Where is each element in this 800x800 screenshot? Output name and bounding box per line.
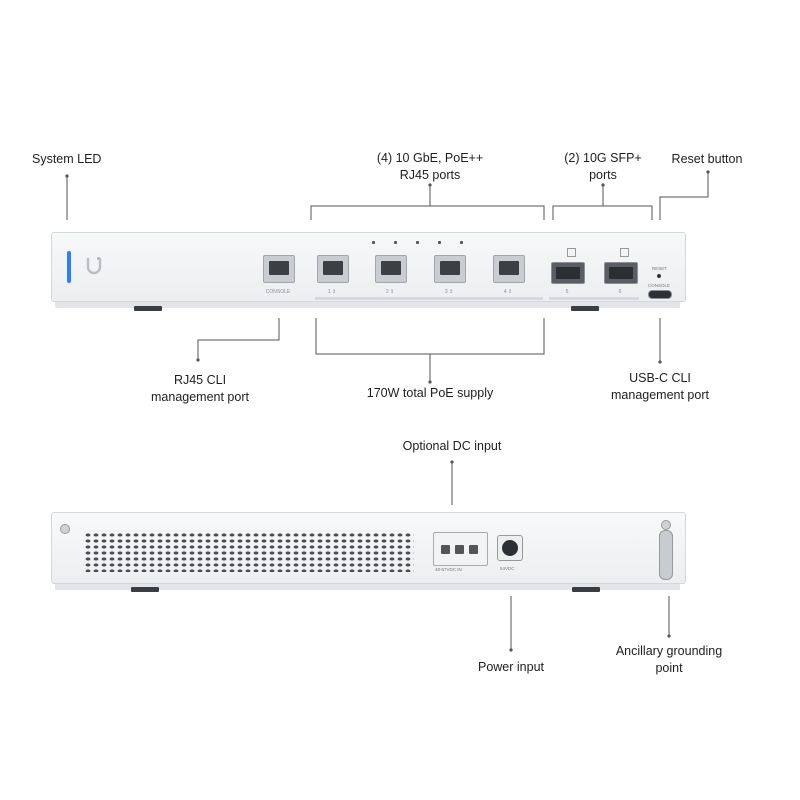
back-device-base (55, 582, 680, 590)
back-screw-right (661, 520, 671, 530)
label-rj45-ports-line1: (4) 10 GbE, PoE++ (376, 151, 484, 165)
rj45-port-4[interactable] (493, 255, 525, 283)
rj45-ports-strip (315, 297, 543, 300)
sfp-1-led-tab (567, 248, 576, 257)
label-usbc-line2: management port (611, 388, 709, 402)
led-legend-dot (460, 241, 463, 244)
label-optional-dc: Optional DC input (402, 439, 502, 453)
label-ground-line2: point (655, 661, 683, 675)
label-sfp-line2: ports (589, 168, 617, 182)
front-foot-right (571, 306, 599, 311)
dc-input-label: 48-57VDC IN (435, 567, 462, 572)
usbc-console-port[interactable] (648, 290, 672, 299)
sfp-port-1[interactable] (551, 262, 585, 284)
front-device-panel (51, 232, 686, 302)
sfp-ports-strip (549, 297, 639, 300)
rj45-port-2-label: 2 ↥ (385, 289, 395, 295)
label-usbc-cli: USB-C CLI management port (600, 370, 720, 404)
led-legend (372, 241, 502, 245)
label-sfp-line1: (2) 10G SFP+ (564, 151, 642, 165)
label-rj45-cli-line1: RJ45 CLI (173, 373, 227, 387)
rj45-port-4-label: 4 ↥ (503, 289, 513, 295)
rj45-port-1-label: 1 ↥ (327, 289, 337, 295)
ubiquiti-logo-icon (86, 257, 102, 275)
back-foot-left (131, 587, 159, 592)
reset-label: RESET (652, 266, 668, 271)
reset-button[interactable] (657, 274, 661, 278)
grounding-point[interactable] (659, 530, 673, 580)
rj45-port-2[interactable] (375, 255, 407, 283)
label-poe-supply: 170W total PoE supply (366, 386, 494, 400)
sfp-port-2-label: 6 (618, 289, 622, 295)
label-ground: Ancillary grounding point (604, 643, 734, 677)
sfp-port-2[interactable] (604, 262, 638, 284)
power-jack-label: 54VDC (500, 566, 515, 571)
label-power-input: Power input (477, 660, 544, 674)
led-legend-dot (372, 241, 375, 244)
label-rj45-cli: RJ45 CLI management port (140, 372, 260, 406)
label-rj45-cli-line2: management port (151, 390, 249, 404)
dc-input-terminal[interactable] (433, 532, 488, 566)
power-input-jack[interactable] (497, 535, 523, 561)
label-ground-line1: Ancillary grounding (615, 644, 723, 658)
label-usbc-line1: USB-C CLI (629, 371, 691, 385)
back-screw-left (60, 524, 70, 534)
console-port-label: CONSOLE (265, 289, 291, 295)
usbc-console-label: CONSOLE (648, 283, 671, 288)
led-legend-dot (416, 241, 419, 244)
rj45-port-3-label: 3 ↥ (444, 289, 454, 295)
sfp-2-led-tab (620, 248, 629, 257)
label-rj45-ports-line2: RJ45 ports (399, 168, 461, 182)
label-reset-button: Reset button (671, 152, 743, 166)
console-rj45-port[interactable] (263, 255, 295, 283)
back-foot-right (572, 587, 600, 592)
rj45-port-1[interactable] (317, 255, 349, 283)
led-legend-dot (394, 241, 397, 244)
front-foot-left (134, 306, 162, 311)
rj45-port-3[interactable] (434, 255, 466, 283)
label-sfp-ports: (2) 10G SFP+ ports (553, 150, 653, 184)
label-system-led: System LED (32, 152, 102, 166)
dc-terminal-pin (469, 545, 478, 554)
led-legend-dot (438, 241, 441, 244)
system-led (67, 251, 71, 283)
dc-terminal-pin (455, 545, 464, 554)
ventilation-grille (84, 532, 414, 572)
label-rj45-ports: (4) 10 GbE, PoE++ RJ45 ports (352, 150, 508, 184)
dc-terminal-pin (441, 545, 450, 554)
front-device-base (55, 300, 680, 308)
sfp-port-1-label: 5 (565, 289, 569, 295)
